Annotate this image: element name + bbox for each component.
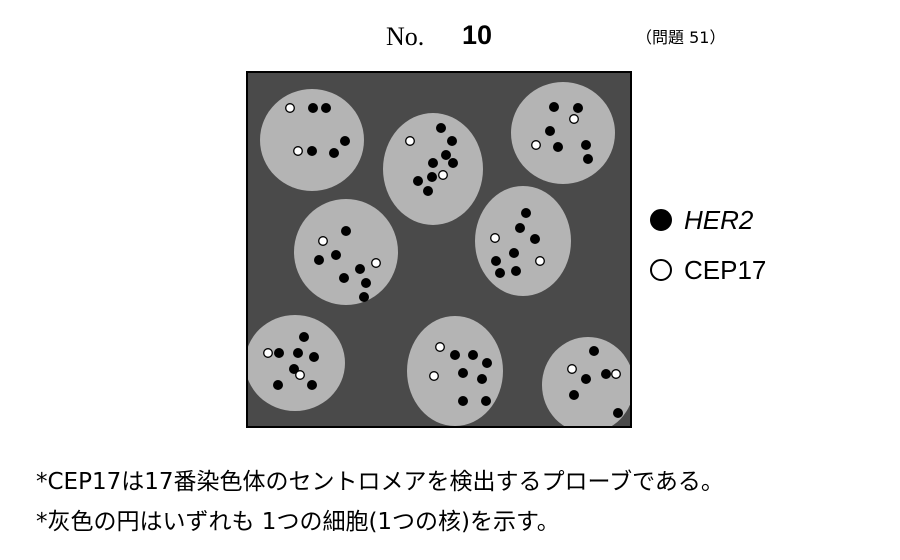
her2-signal-dot <box>477 374 487 384</box>
nucleus-ellipse <box>407 316 503 426</box>
nucleus-cell-4 <box>294 199 398 305</box>
her2-signal-dot <box>491 256 501 266</box>
nucleus-cell-5 <box>475 186 571 296</box>
her2-signal-dot <box>448 158 458 168</box>
her2-signal-dot <box>530 234 540 244</box>
her2-signal-dot <box>428 158 438 168</box>
her2-signal-dot <box>573 103 583 113</box>
her2-signal-dot <box>273 380 283 390</box>
her2-signal-dot <box>613 408 623 418</box>
cep17-signal-dot <box>295 370 305 380</box>
legend-item-her2: HER2 <box>650 204 753 236</box>
cep17-signal-dot <box>531 140 541 150</box>
nucleus-ellipse <box>260 89 364 191</box>
cells-canvas <box>248 82 630 426</box>
her2-signal-dot <box>321 103 331 113</box>
her2-signal-dot <box>413 176 423 186</box>
her2-signal-dot <box>359 292 369 302</box>
her2-signal-dot <box>361 278 371 288</box>
her2-signal-dot <box>307 146 317 156</box>
cep17-signal-dot <box>567 364 577 374</box>
number-value: 10 <box>462 20 493 50</box>
her2-signal-dot <box>274 348 284 358</box>
her2-legend-dot <box>650 209 672 231</box>
nucleus-ellipse <box>511 82 615 184</box>
nucleus-ellipse <box>248 315 345 411</box>
her2-signal-dot <box>521 208 531 218</box>
her2-signal-dot <box>307 380 317 390</box>
her2-signal-dot <box>545 126 555 136</box>
her2-signal-dot <box>339 273 349 283</box>
her2-signal-dot <box>553 142 563 152</box>
her2-signal-dot <box>481 396 491 406</box>
her2-signal-dot <box>340 136 350 146</box>
her2-signal-dot <box>458 396 468 406</box>
her2-signal-dot <box>447 136 457 146</box>
nucleus-ellipse <box>294 199 398 305</box>
her2-signal-dot <box>341 226 351 236</box>
her2-signal-dot <box>509 248 519 258</box>
her2-signal-dot <box>450 350 460 360</box>
her2-signal-dot <box>569 390 579 400</box>
her2-signal-dot <box>423 186 433 196</box>
cep17-signal-dot <box>285 103 295 113</box>
her2-signal-dot <box>583 154 593 164</box>
her2-signal-dot <box>468 350 478 360</box>
nucleus-cell-2 <box>383 113 483 225</box>
cep17-signal-dot <box>611 369 621 379</box>
her2-signal-dot <box>482 358 492 368</box>
her2-signal-dot <box>601 369 611 379</box>
cep17-signal-dot <box>429 371 439 381</box>
cep17-signal-dot <box>438 170 448 180</box>
fish-image-panel <box>246 71 632 428</box>
cep17-signal-dot <box>490 233 500 243</box>
her2-signal-dot <box>581 374 591 384</box>
her2-signal-dot <box>329 148 339 158</box>
number-label: No. <box>386 22 425 51</box>
nucleus-cell-6 <box>248 315 345 411</box>
her2-signal-dot <box>589 346 599 356</box>
her2-signal-dot <box>427 172 437 182</box>
cep17-legend-dot <box>650 259 672 281</box>
her2-signal-dot <box>331 250 341 260</box>
cep17-signal-dot <box>405 136 415 146</box>
nucleus-cell-7 <box>407 316 503 426</box>
question-reference: （問題 51） <box>636 28 726 47</box>
her2-signal-dot <box>309 352 319 362</box>
legend-label-her2: HER2 <box>684 204 754 235</box>
cep17-signal-dot <box>535 256 545 266</box>
her2-signal-dot <box>441 150 451 160</box>
legend-item-cep17: CEP17 <box>650 254 766 286</box>
her2-signal-dot <box>293 348 303 358</box>
her2-signal-dot <box>581 140 591 150</box>
cep17-signal-dot <box>569 114 579 124</box>
cep17-signal-dot <box>263 348 273 358</box>
nucleus-cell-3 <box>511 82 615 184</box>
nucleus-ellipse <box>383 113 483 225</box>
her2-signal-dot <box>314 255 324 265</box>
her2-signal-dot <box>511 266 521 276</box>
her2-signal-dot <box>495 268 505 278</box>
her2-signal-dot <box>515 223 525 233</box>
her2-signal-dot <box>436 123 446 133</box>
note-line-1: *CEP17は17番染色体のセントロメアを検出するプローブである。 <box>36 469 724 495</box>
her2-signal-dot <box>549 102 559 112</box>
legend-label-cep17: CEP17 <box>684 254 767 285</box>
her2-signal-dot <box>299 332 309 342</box>
nucleus-ellipse <box>475 186 571 296</box>
note-line-2: *灰色の円はいずれも 1つの細胞(1つの核)を示す。 <box>36 509 560 535</box>
her2-signal-dot <box>308 103 318 113</box>
her2-signal-dot <box>355 264 365 274</box>
her2-signal-dot <box>458 368 468 378</box>
nucleus-cell-1 <box>260 89 364 191</box>
cep17-signal-dot <box>293 146 303 156</box>
cep17-signal-dot <box>371 258 381 268</box>
cep17-signal-dot <box>318 236 328 246</box>
nucleus-cell-8 <box>542 337 630 426</box>
cep17-signal-dot <box>435 342 445 352</box>
